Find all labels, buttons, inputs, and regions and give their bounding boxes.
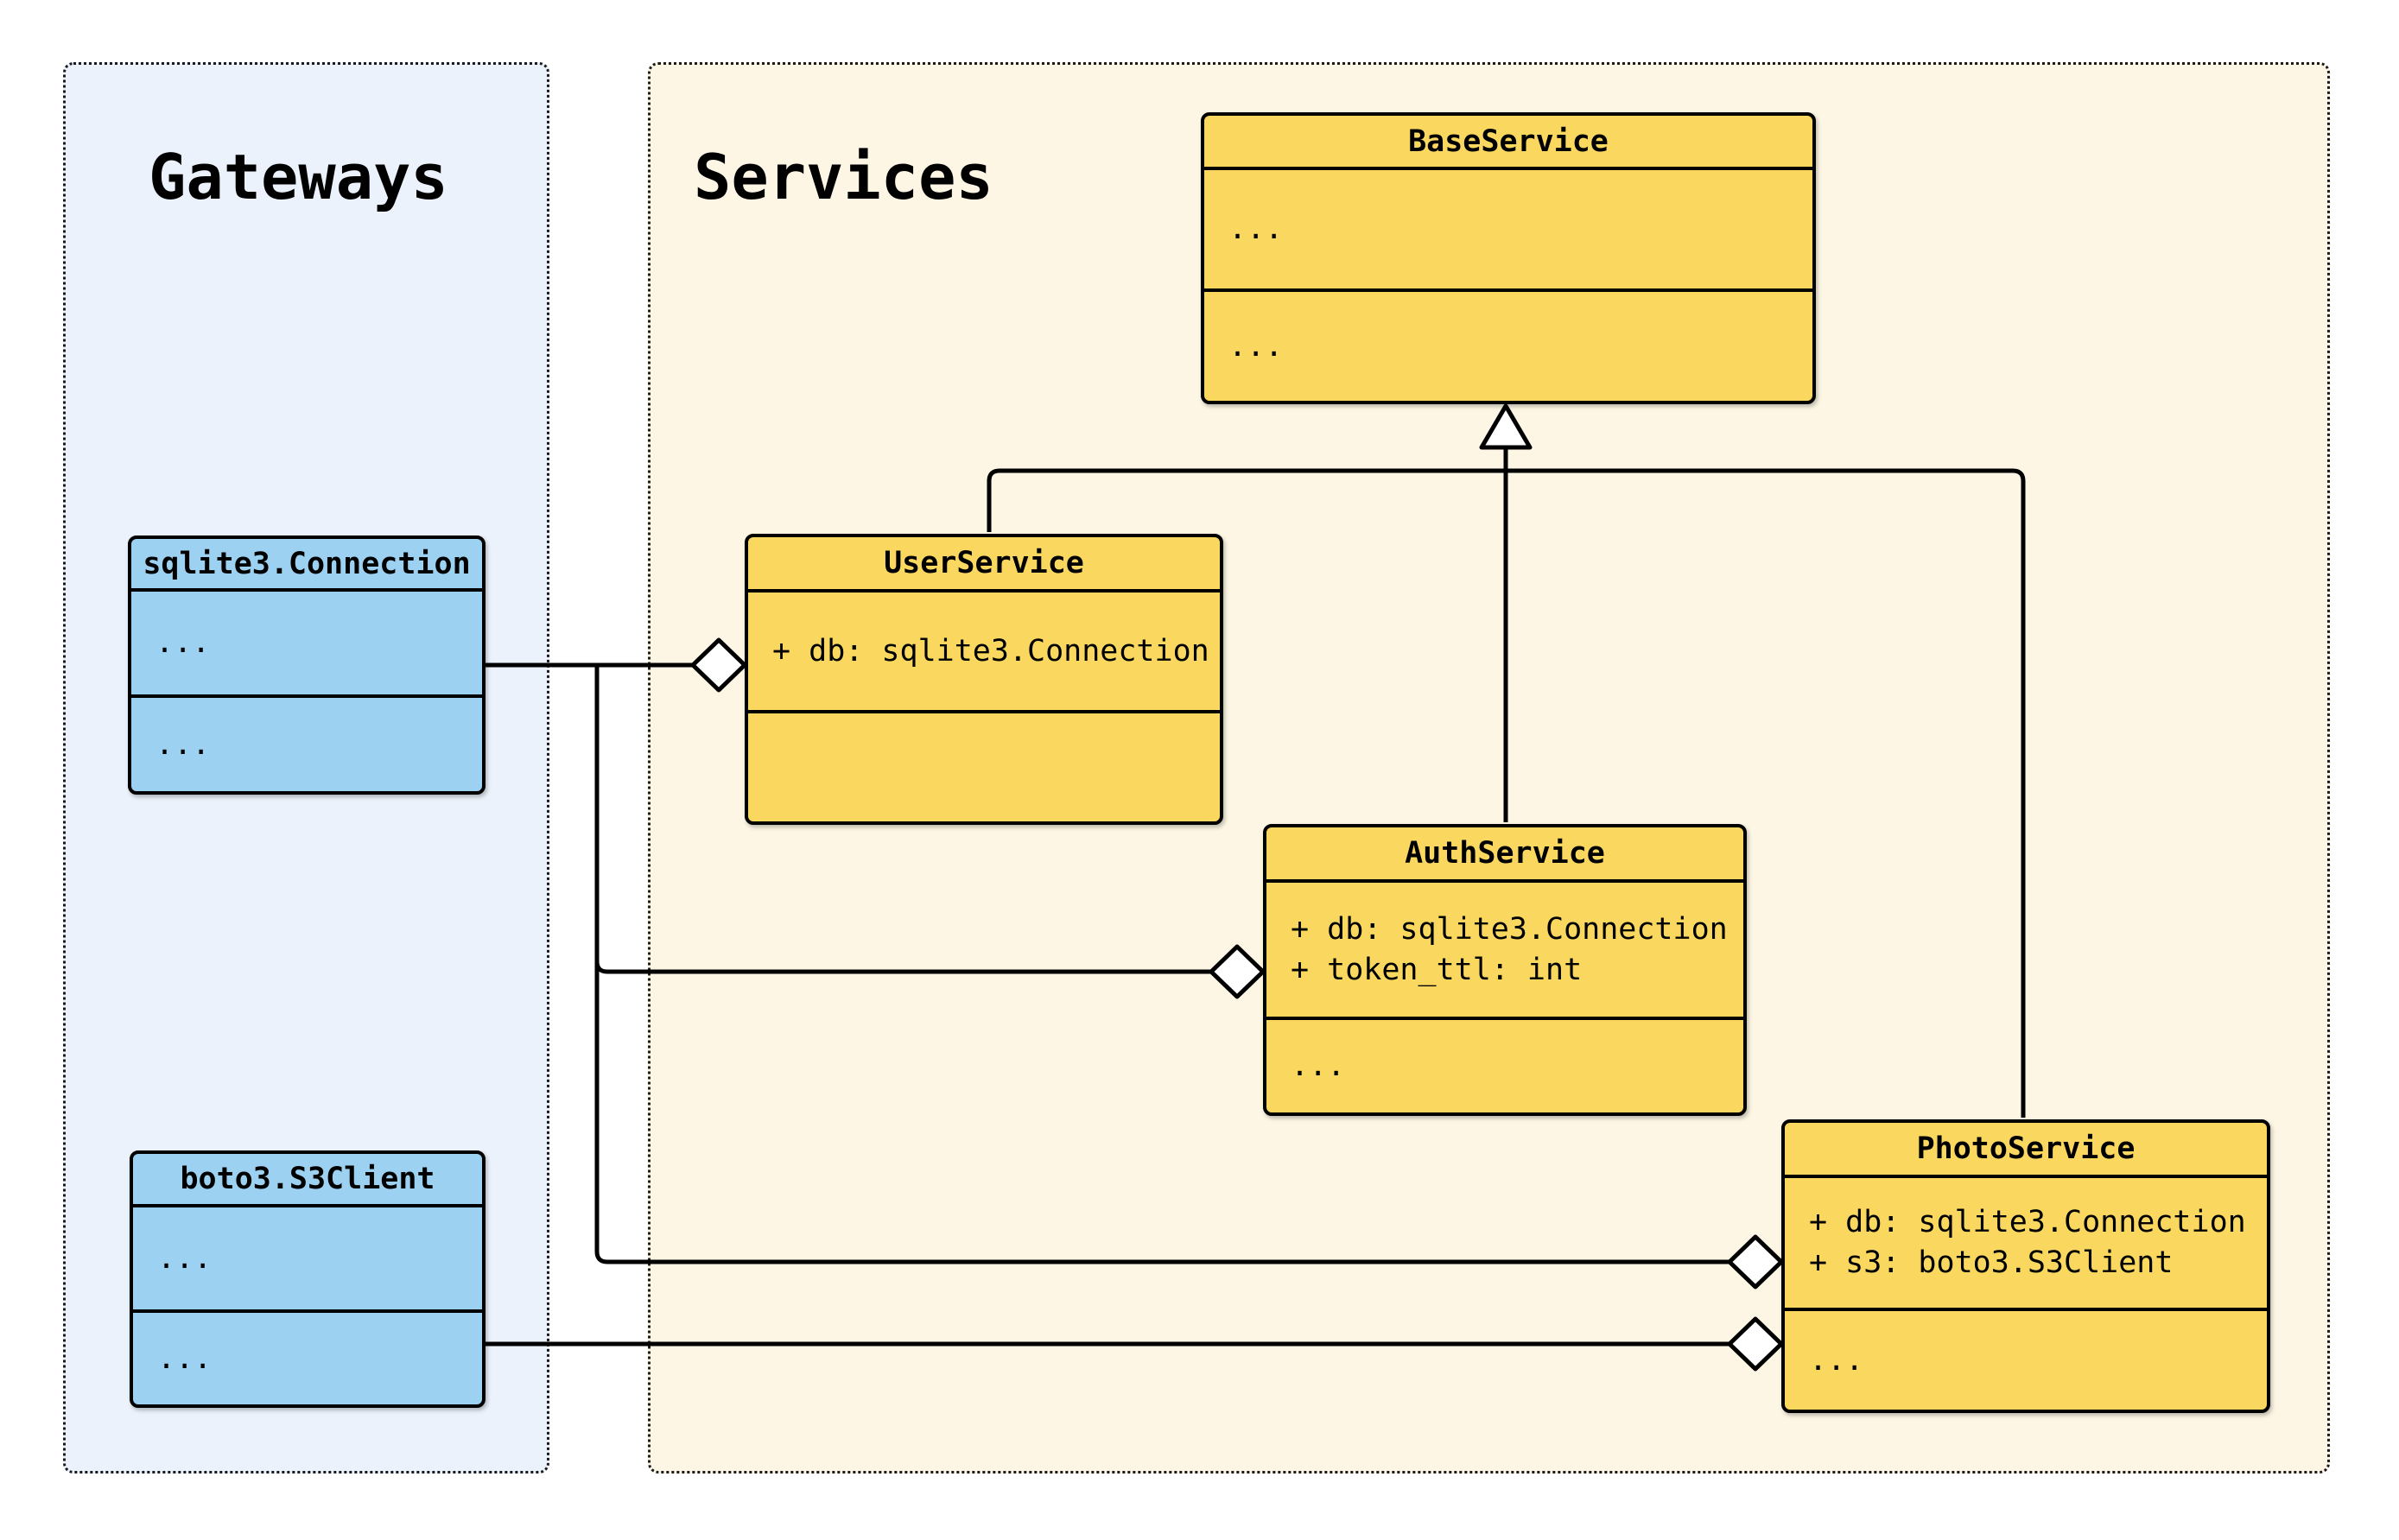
class-box-photoservice: PhotoService + db: sqlite3.Connection + … — [1781, 1119, 2270, 1413]
class-name: AuthService — [1266, 827, 1743, 883]
class-methods: ... — [133, 1309, 482, 1404]
class-attributes: + db: sqlite3.Connection + token_ttl: in… — [1291, 911, 1728, 987]
class-attributes: + db: sqlite3.Connection + s3: boto3.S3C… — [1809, 1205, 2246, 1280]
class-name: UserService — [748, 537, 1220, 593]
services-panel-title: Services — [694, 140, 993, 213]
class-box-authservice: AuthService + db: sqlite3.Connection + t… — [1263, 824, 1747, 1116]
class-methods: ... — [131, 694, 482, 791]
class-methods: ... — [1785, 1308, 2267, 1410]
class-box-baseservice: BaseService ... ... — [1201, 112, 1816, 404]
class-methods — [748, 710, 1220, 821]
class-attributes: + db: sqlite3.Connection — [772, 633, 1209, 669]
class-box-userservice: UserService + db: sqlite3.Connection — [745, 534, 1223, 825]
class-attributes: ... — [157, 1240, 213, 1276]
class-attributes: ... — [155, 625, 211, 660]
gateways-panel-title: Gateways — [149, 140, 448, 213]
class-methods: ... — [1266, 1017, 1743, 1112]
class-box-boto3-s3client: boto3.S3Client ... ... — [130, 1150, 486, 1408]
class-box-sqlite3-connection: sqlite3.Connection ... ... — [128, 536, 486, 795]
class-attributes: ... — [1228, 212, 1284, 246]
class-name: sqlite3.Connection — [131, 539, 482, 592]
class-name: boto3.S3Client — [133, 1154, 482, 1207]
class-name: BaseService — [1204, 116, 1812, 170]
class-methods: ... — [1204, 288, 1812, 401]
class-name: PhotoService — [1785, 1123, 2267, 1178]
